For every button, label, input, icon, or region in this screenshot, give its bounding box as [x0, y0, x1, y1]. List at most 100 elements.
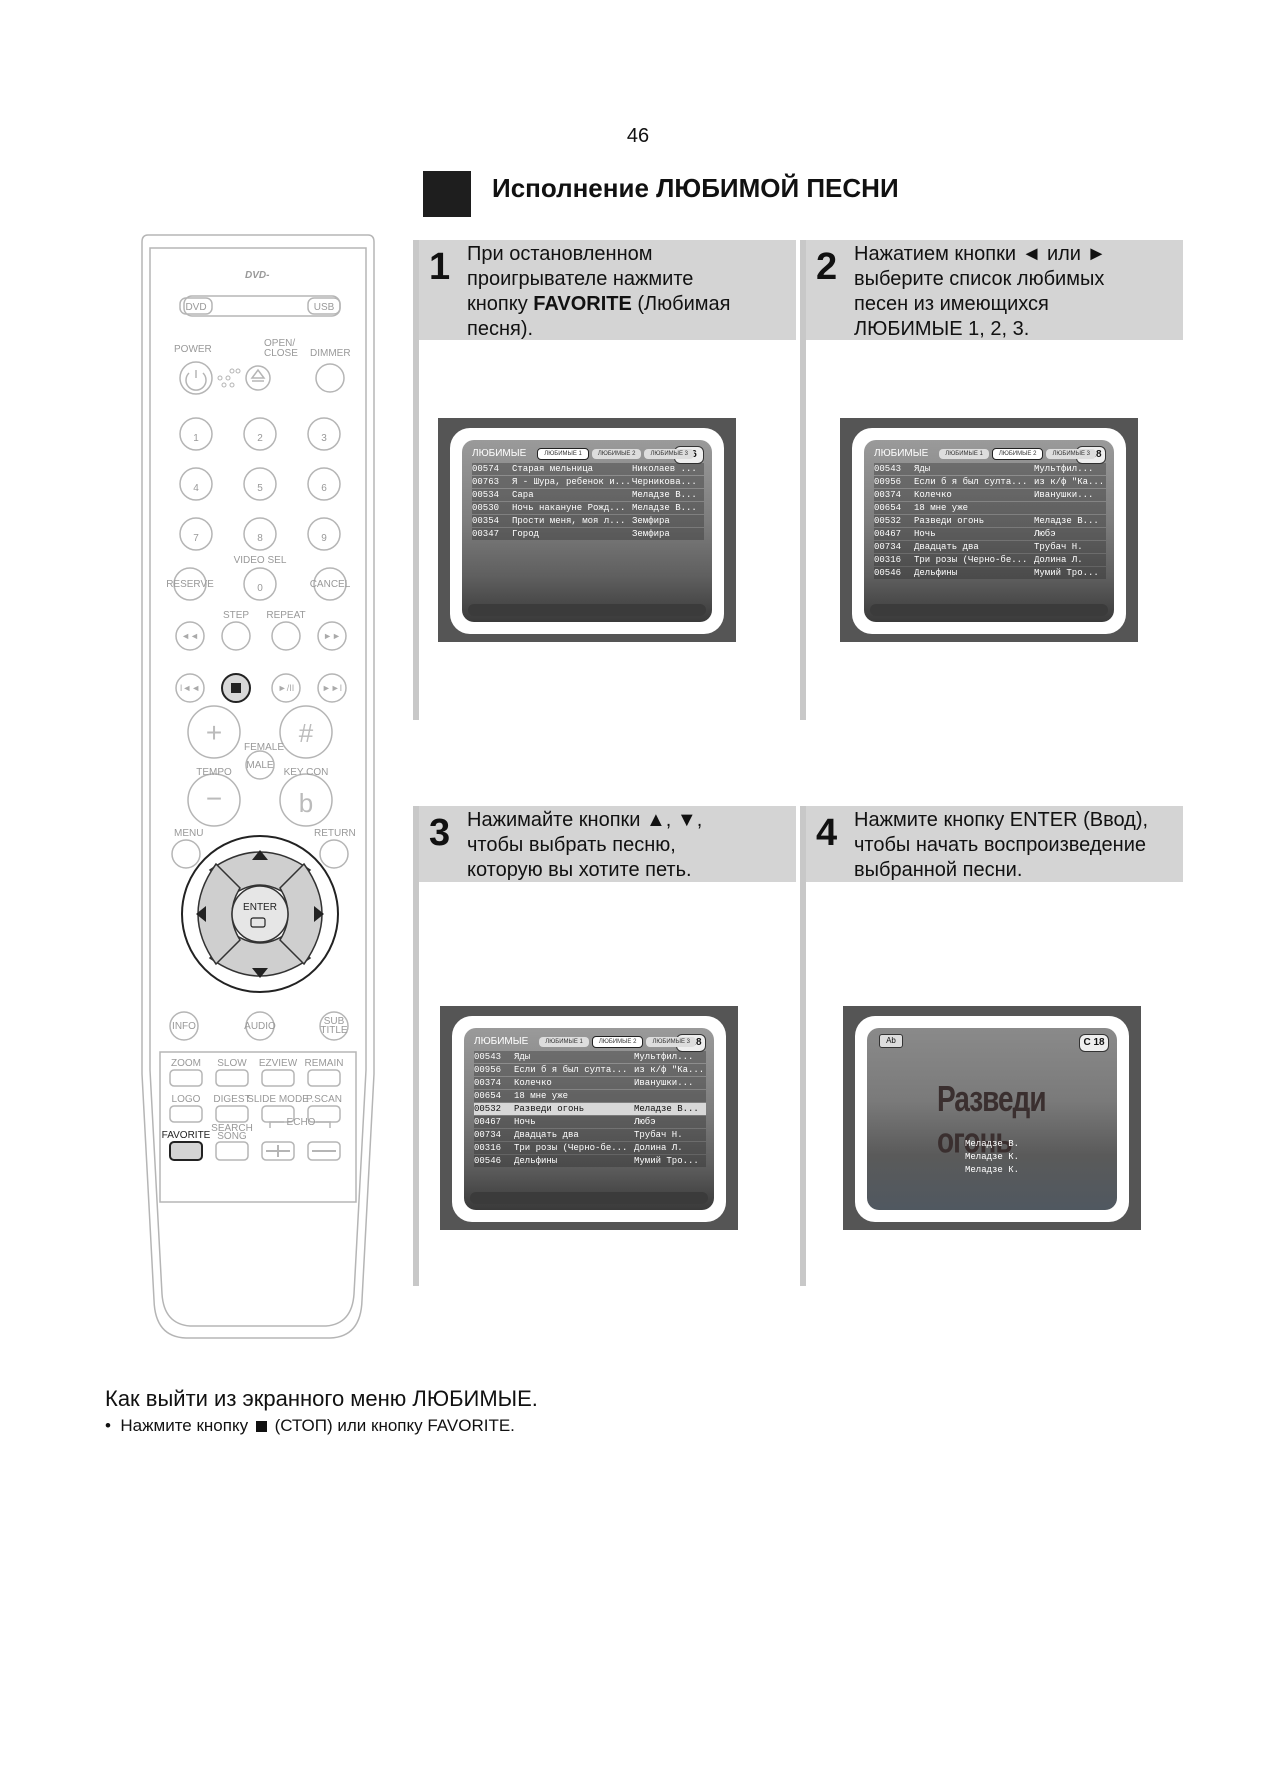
step-1-panel: 1 При остановленном проигрывателе нажмит…: [413, 240, 796, 720]
svg-text:CLOSE: CLOSE: [264, 348, 298, 359]
svg-text:3: 3: [321, 433, 327, 444]
section-title: Исполнение ЛЮБИМОЙ ПЕСНИ: [492, 173, 899, 203]
step-number: 2: [816, 246, 838, 288]
section-marker: [423, 171, 471, 217]
svg-text:►►: ►►: [323, 631, 341, 641]
rating-badge: C 18: [1079, 1034, 1109, 1052]
svg-text:SLOW: SLOW: [217, 1058, 247, 1069]
svg-text:EZVIEW: EZVIEW: [259, 1058, 298, 1069]
step-1-header: 1 При остановленном проигрывателе нажмит…: [419, 240, 796, 340]
favorites-list-screenshot: C 18 ЛЮБИМЫЕ ЛЮБИМЫЕ 1 ЛЮБИМЫЕ 2 ЛЮБИМЫЕ…: [840, 418, 1138, 642]
step-instruction: Нажмите кнопку ENTER (Ввод), чтобы начат…: [854, 809, 1149, 881]
svg-text:MENU: MENU: [174, 828, 203, 839]
svg-text:DIMMER: DIMMER: [310, 348, 351, 359]
step-4-panel: 4 Нажмите кнопку ENTER (Ввод), чтобы нач…: [800, 806, 1183, 1286]
svg-text:MALE: MALE: [246, 760, 274, 771]
svg-text:POWER: POWER: [174, 344, 212, 355]
svg-text:SLIDE MODE: SLIDE MODE: [247, 1094, 309, 1105]
svg-text:USB: USB: [314, 302, 335, 313]
svg-text:◄◄: ◄◄: [181, 631, 199, 641]
remote-body: [141, 234, 375, 1339]
step-number: 4: [816, 812, 838, 854]
svg-text:1: 1: [193, 433, 199, 444]
svg-text:DIGEST: DIGEST: [213, 1094, 250, 1105]
svg-text:ZOOM: ZOOM: [171, 1058, 201, 1069]
exit-heading: Как выйти из экранного меню ЛЮБИМЫЕ.: [105, 1386, 538, 1411]
svg-text:6: 6: [321, 483, 327, 494]
step-number: 1: [429, 246, 451, 288]
svg-text:TITLE: TITLE: [320, 1025, 348, 1036]
artist-list: Меладзе В. Меладзе К. Меладзе К.: [965, 1139, 1020, 1175]
svg-text:SEARCH: SEARCH: [211, 1123, 253, 1134]
svg-text:INFO: INFO: [172, 1021, 196, 1032]
svg-text:AUDIO: AUDIO: [244, 1021, 276, 1032]
enter-button: [231, 885, 289, 943]
stop-square-icon: [255, 1421, 267, 1432]
svg-text:SUB: SUB: [324, 1016, 345, 1027]
svg-text:5: 5: [257, 483, 263, 494]
remote-control-illustration: ◄◄ ►► I◄◄ ►/II ►►I + # − b DVD- DVD USB POWER…: [141, 234, 375, 1339]
svg-text:b: b: [299, 788, 313, 818]
right-button: [279, 862, 323, 966]
svg-text:+: +: [206, 717, 222, 748]
step-2-panel: 2 Нажатием кнопки ◄ или ► выберите списо…: [800, 240, 1183, 720]
favorites-list-screenshot: C 18 ЛЮБИМЫЕ ЛЮБИМЫЕ 1 ЛЮБИМЫЕ 2 ЛЮБИМЫЕ…: [440, 1006, 738, 1230]
svg-text:DVD-: DVD-: [245, 270, 270, 281]
song-title: Разведи огонь: [937, 1078, 1047, 1161]
step-number: 3: [429, 812, 451, 854]
svg-text:REPEAT: REPEAT: [266, 610, 305, 621]
svg-text:FEMALE: FEMALE: [244, 742, 284, 753]
svg-text:FAVORITE: FAVORITE: [162, 1130, 211, 1141]
svg-text:0: 0: [257, 583, 263, 594]
svg-text:►/II: ►/II: [278, 683, 294, 693]
left-button: [197, 862, 241, 966]
svg-text:REMAIN: REMAIN: [305, 1058, 344, 1069]
svg-text:−: −: [206, 783, 222, 814]
svg-text:P.SCAN: P.SCAN: [306, 1094, 342, 1105]
svg-text:CANCEL: CANCEL: [310, 579, 351, 590]
svg-text:ENTER: ENTER: [243, 902, 277, 913]
favorites-list-screenshot: C 6 ЛЮБИМЫЕ ЛЮБИМЫЕ 1 ЛЮБИМЫЕ 2 ЛЮБИМЫЕ …: [438, 418, 736, 642]
svg-text:OPEN/: OPEN/: [264, 338, 295, 349]
svg-text:#: #: [299, 718, 314, 748]
svg-text:LOGO: LOGO: [172, 1094, 201, 1105]
svg-text:I◄◄: I◄◄: [180, 683, 200, 693]
step-instruction: Нажимайте кнопки ▲, ▼, чтобы выбрать пес…: [467, 809, 703, 881]
svg-text:7: 7: [193, 533, 199, 544]
svg-text:2: 2: [257, 433, 263, 444]
svg-text:KEY CON: KEY CON: [284, 767, 329, 778]
svg-text:DVD: DVD: [185, 302, 206, 313]
svg-text:►►I: ►►I: [322, 683, 342, 693]
svg-text:RESERVE: RESERVE: [166, 579, 214, 590]
step-3-panel: 3 Нажимайте кнопки ▲, ▼, чтобы выбрать п…: [413, 806, 796, 1286]
svg-text:SONG: SONG: [217, 1131, 247, 1142]
svg-text:8: 8: [257, 533, 263, 544]
step-instruction: Нажатием кнопки ◄ или ► выберите список …: [854, 243, 1107, 340]
step-instruction: При остановленном проигрывателе нажмите …: [467, 243, 731, 340]
svg-text:RETURN: RETURN: [314, 828, 356, 839]
song-list: ЛЮБИМЫЕ ЛЮБИМЫЕ 1 ЛЮБИМЫЕ 2 ЛЮБИМЫЕ 3 00…: [874, 448, 1106, 579]
nav-pad-ring: [181, 835, 339, 993]
exit-instruction: • Нажмите кнопку (СТОП) или кнопку FAVOR…: [105, 1416, 515, 1435]
